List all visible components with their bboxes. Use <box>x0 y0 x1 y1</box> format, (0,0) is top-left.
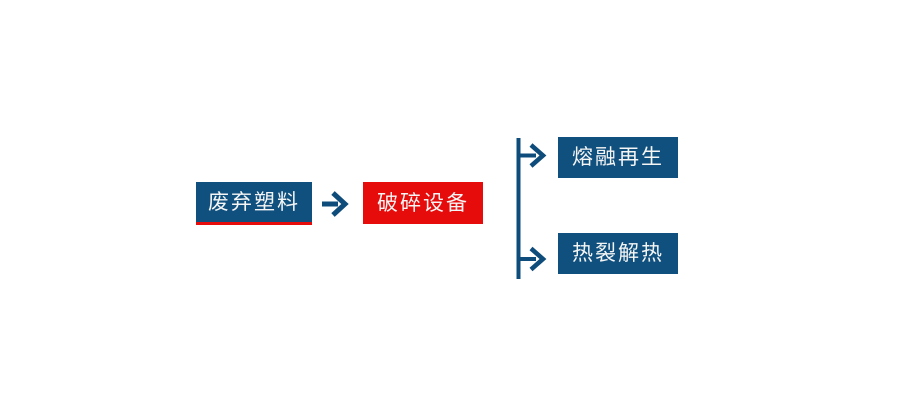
node-crushing-equipment-label: 破碎设备 <box>377 191 469 215</box>
node-melt-regeneration-label: 熔融再生 <box>572 146 664 169</box>
node-waste-plastic: 废弃塑料 <box>196 182 312 225</box>
node-pyrolysis-heat-label: 热裂解热 <box>572 242 664 265</box>
arrow-right-icon-bottom <box>518 246 547 272</box>
arrow-right-icon <box>322 191 349 217</box>
arrow-right-icon-top <box>518 143 547 168</box>
branch-connector <box>516 138 547 279</box>
node-waste-plastic-label: 废弃塑料 <box>208 190 300 214</box>
node-melt-regeneration: 熔融再生 <box>558 137 678 178</box>
node-pyrolysis-heat: 热裂解热 <box>558 233 678 274</box>
node-crushing-equipment: 破碎设备 <box>363 182 483 224</box>
